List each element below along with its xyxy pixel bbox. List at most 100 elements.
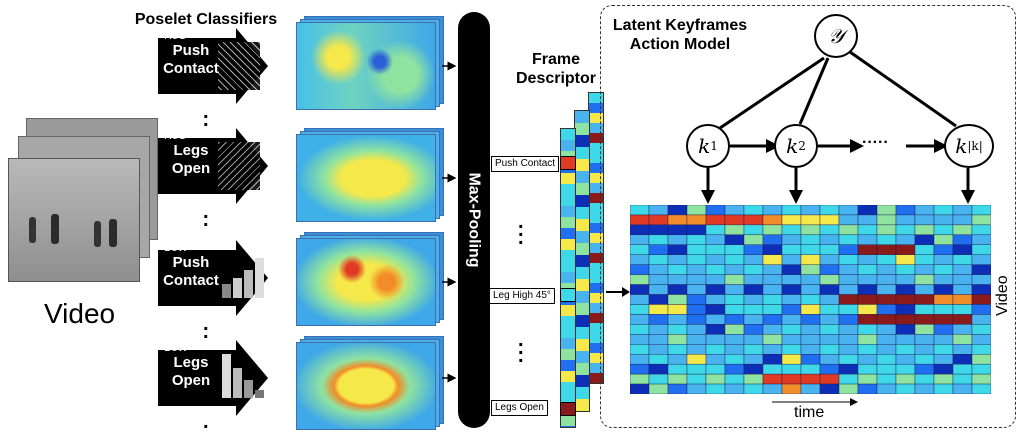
latent-title-line1: Latent Keyframes: [612, 17, 748, 34]
grid-cell: [952, 284, 973, 295]
grid-cell: [781, 334, 802, 345]
grid-cell: [724, 363, 745, 375]
grid-cell: [630, 224, 650, 236]
grid-cell: [630, 383, 650, 394]
grid-cell: [933, 254, 954, 265]
max-pooling-label: Max-Pooling: [466, 172, 484, 268]
grid-cell: [876, 254, 897, 265]
grid-cell: [781, 383, 802, 394]
grid-cell: [914, 314, 935, 325]
grid-cell: [952, 304, 973, 315]
grid-cell: [705, 224, 726, 236]
grid-cell: [952, 254, 973, 265]
grid-cell: [857, 324, 878, 335]
grid-cell: [819, 314, 840, 325]
vertical-ellipsis: ...: [518, 211, 524, 249]
grid-cell: [857, 214, 878, 226]
grid-cell: [971, 274, 991, 285]
grid-cell: [800, 294, 821, 305]
grid-cell: [933, 274, 954, 285]
grid-cell: [800, 363, 821, 375]
grid-cell: [914, 214, 935, 226]
grid-cell: [743, 205, 764, 216]
grid-cell: [648, 373, 669, 385]
person-figure-4: [109, 219, 117, 247]
grid-cell: [667, 373, 688, 385]
response-map-1: [296, 16, 444, 110]
grid-cell: [800, 264, 821, 275]
grid-cell: [667, 264, 688, 275]
grid-cell: [705, 383, 726, 394]
grid-cell: [762, 254, 783, 265]
grid-cell: [686, 234, 707, 245]
grid-cell: [762, 334, 783, 345]
latent-keyframes-model-box: [600, 5, 1016, 428]
grid-cell: [686, 254, 707, 265]
grid-cell: [630, 294, 650, 305]
descriptor-cell-leg-high: [560, 288, 576, 302]
grid-cell: [914, 234, 935, 245]
grid-cell: [630, 354, 650, 365]
grid-cell: [876, 334, 897, 345]
grid-cell: [705, 254, 726, 265]
grid-cell: [630, 284, 650, 295]
grid-cell: [838, 304, 859, 315]
grid-cell: [781, 274, 802, 285]
grid-cell: [952, 344, 973, 355]
grid-cell: [743, 354, 764, 365]
grid-cell: [933, 373, 954, 385]
grid-cell: [630, 214, 650, 226]
map-layer-front: [296, 342, 436, 430]
grid-cell: [648, 234, 669, 245]
grid-cell: [724, 264, 745, 275]
grid-cell: [705, 294, 726, 305]
arrow-shape: [158, 340, 268, 416]
grid-cell: [838, 214, 859, 226]
grid-cell: [762, 354, 783, 365]
grid-cell: [667, 334, 688, 345]
grid-cell: [648, 214, 669, 226]
grid-cell: [648, 354, 669, 365]
poselet-classifiers-title: Poselet Classifiers: [134, 11, 278, 28]
grid-cell: [667, 274, 688, 285]
grid-cell: [952, 294, 973, 305]
grid-cell: [743, 244, 764, 255]
response-map-3: [296, 232, 444, 326]
grid-cell: [743, 284, 764, 295]
grid-cell: [914, 383, 935, 394]
grid-cell: [838, 314, 859, 325]
grid-cell: [743, 324, 764, 335]
grid-cell: [914, 284, 935, 295]
grid-cell: [876, 304, 897, 315]
grid-cell: [648, 224, 669, 236]
grid-cell: [838, 363, 859, 375]
grid-cell: [667, 205, 688, 216]
grid-cell: [971, 354, 991, 365]
grid-cell: [876, 274, 897, 285]
grid-cell: [743, 214, 764, 226]
descriptor-to-model-arrow: [606, 287, 630, 297]
grid-cell: [895, 234, 916, 245]
grid-cell: [781, 234, 802, 245]
grid-cell: [857, 205, 878, 216]
grid-cell: [705, 354, 726, 365]
grid-cell: [952, 314, 973, 325]
grid-cell: [876, 324, 897, 335]
time-axis-arrow: [772, 398, 858, 406]
grid-cell: [781, 373, 802, 385]
hog-texture: [218, 42, 260, 90]
frame-descriptor-title-line1: Frame: [531, 51, 581, 68]
grid-cell: [667, 224, 688, 236]
grid-cell: [743, 373, 764, 385]
grid-cell: [630, 205, 650, 216]
grid-cell: [724, 383, 745, 394]
grid-cell: [667, 214, 688, 226]
grid-cell: [838, 205, 859, 216]
grid-cell: [819, 334, 840, 345]
grid-cell: [800, 314, 821, 325]
grid-cell: [667, 344, 688, 355]
grid-cell: [933, 334, 954, 345]
